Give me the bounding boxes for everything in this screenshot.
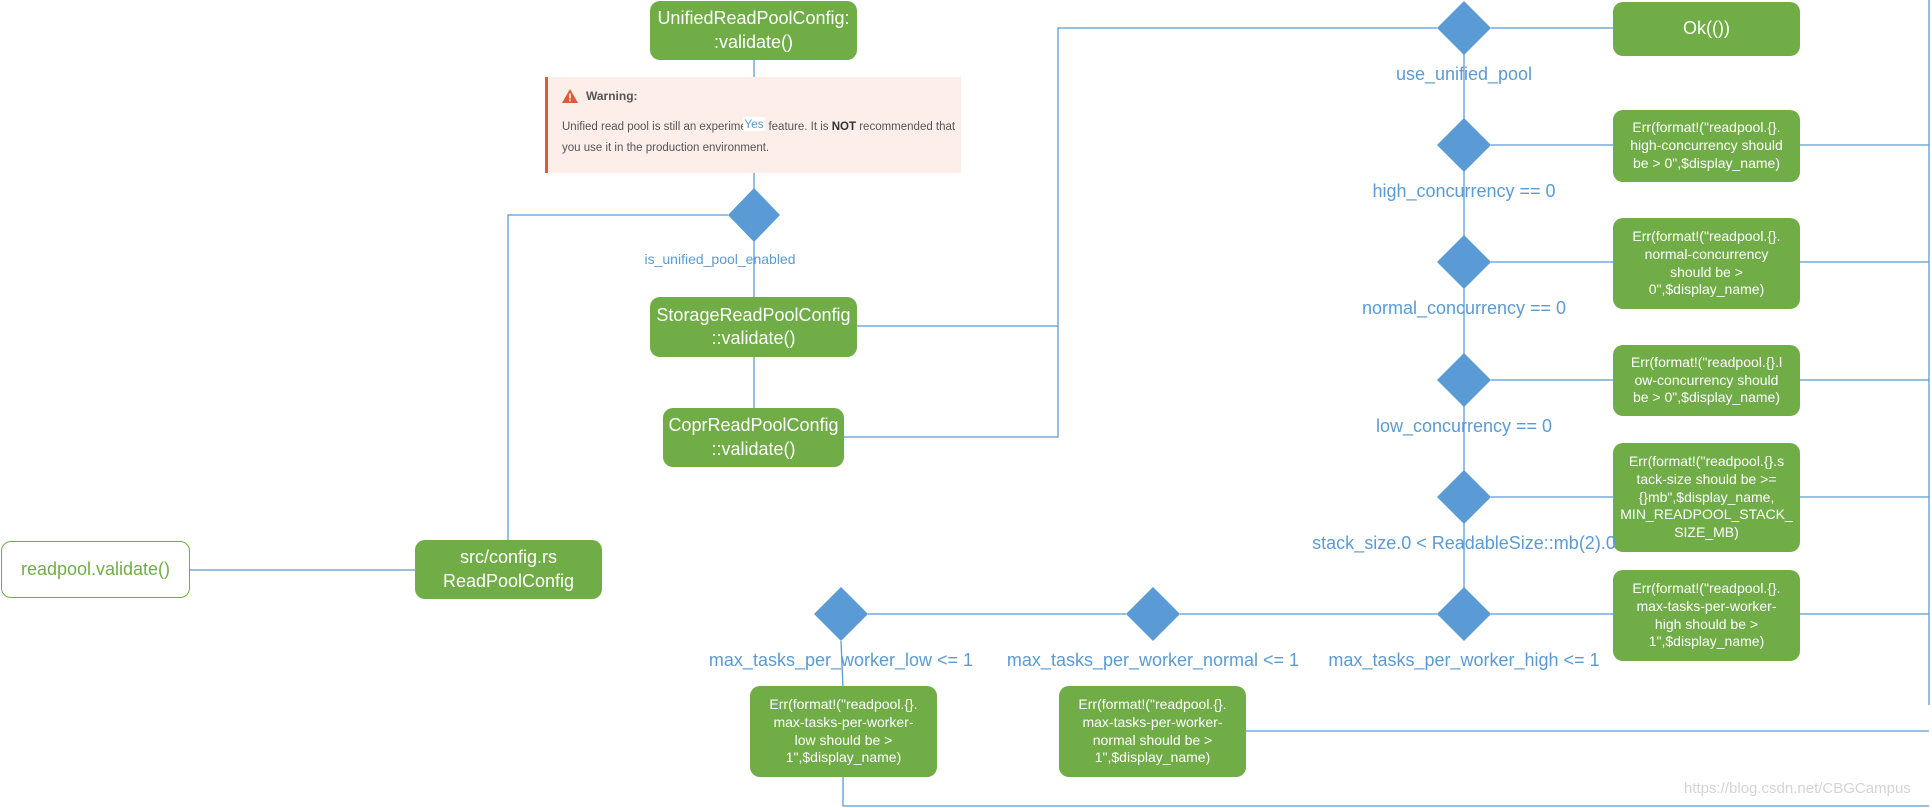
node-unified-readpool-validate: UnifiedReadPoolConfig: :validate() [650, 1, 857, 60]
node-err-low-concurrency: Err(format!("readpool.{}.l ow-concurrenc… [1613, 345, 1800, 416]
decision-max-tasks-normal [1126, 587, 1180, 641]
node-ok: Ok(()) [1613, 2, 1800, 56]
decision-high-concurrency [1437, 118, 1491, 172]
edge-label-yes: Yes [743, 117, 765, 131]
node-config-rs-readpoolconfig: src/config.rs ReadPoolConfig [415, 540, 602, 599]
decision-is-unified-pool-enabled [728, 188, 780, 242]
edge-storage-to-use-unified [857, 27, 1437, 327]
warning-emphasis: NOT [831, 121, 857, 133]
edge-copr-to-use-unified [844, 326, 1059, 438]
decision-use-unified-pool [1437, 1, 1491, 55]
label-is-unified-pool-enabled: is_unified_pool_enabled [644, 251, 796, 267]
node-err-max-tasks-low: Err(format!("readpool.{}. max-tasks-per-… [750, 686, 937, 777]
label-max-tasks-high: max_tasks_per_worker_high <= 1 [1328, 650, 1600, 670]
warning-title: Warning: [586, 89, 638, 103]
edge-err-max-low-out [842, 765, 1929, 807]
label-high-concurrency: high_concurrency == 0 [1372, 181, 1556, 201]
node-err-max-tasks-normal: Err(format!("readpool.{}. max-tasks-per-… [1059, 686, 1246, 777]
decision-max-tasks-low [814, 587, 868, 641]
label-stack-size: stack_size.0 < ReadableSize::mb(2).0 [1312, 533, 1616, 553]
warning-header: Warning: [562, 89, 961, 103]
node-err-normal-concurrency: Err(format!("readpool.{}. normal-concurr… [1613, 218, 1800, 309]
label-normal-concurrency: normal_concurrency == 0 [1361, 298, 1567, 318]
label-low-concurrency: low_concurrency == 0 [1375, 416, 1553, 436]
decision-max-tasks-high [1437, 587, 1491, 641]
label-max-tasks-normal: max_tasks_per_worker_normal <= 1 [1006, 650, 1300, 670]
decision-normal-concurrency [1437, 235, 1491, 289]
node-err-max-tasks-high: Err(format!("readpool.{}. max-tasks-per-… [1613, 570, 1800, 661]
edge-config-to-unified-check [507, 214, 728, 540]
node-copr-readpool-validate: CoprReadPoolConfig ::validate() [663, 408, 844, 467]
edge-max-low-to-err [840, 640, 844, 689]
decision-low-concurrency [1437, 353, 1491, 407]
decision-stack-size [1437, 470, 1491, 524]
node-err-stack-size: Err(format!("readpool.{}.s tack-size sho… [1613, 443, 1800, 552]
label-use-unified-pool: use_unified_pool [1395, 64, 1533, 84]
node-readpool-validate: readpool.validate() [1, 541, 190, 598]
watermark: https://blog.csdn.net/CBGCampus [1684, 780, 1911, 797]
node-storage-readpool-validate: StorageReadPoolConfig ::validate() [650, 297, 857, 357]
label-max-tasks-low: max_tasks_per_worker_low <= 1 [708, 650, 974, 670]
warning-icon [562, 89, 578, 103]
node-err-high-concurrency: Err(format!("readpool.{}. high-concurren… [1613, 110, 1800, 182]
